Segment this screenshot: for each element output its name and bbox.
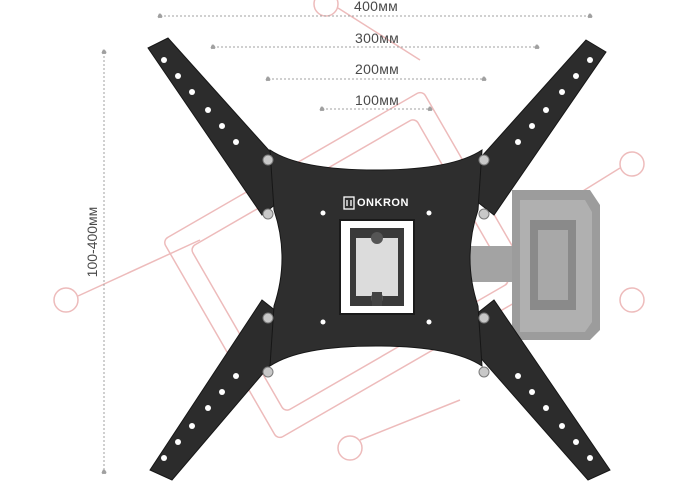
- arm-slots: [161, 57, 593, 461]
- dimension-200: 200мм: [355, 61, 400, 77]
- brand-logo-text: ONKRON: [357, 197, 409, 209]
- dimension-100: 100мм: [355, 92, 400, 108]
- bolts: [262, 154, 490, 378]
- swivel-arm: [470, 190, 600, 340]
- dimension-lines: [101, 13, 593, 475]
- plate-holes: [320, 210, 432, 325]
- onkron-logo-icon: [343, 196, 355, 210]
- dimension-300: 300мм: [355, 30, 400, 46]
- centre-bracket: [339, 219, 415, 315]
- dimension-vertical: 100-400мм: [84, 206, 100, 278]
- dimension-400: 400мм: [354, 0, 399, 14]
